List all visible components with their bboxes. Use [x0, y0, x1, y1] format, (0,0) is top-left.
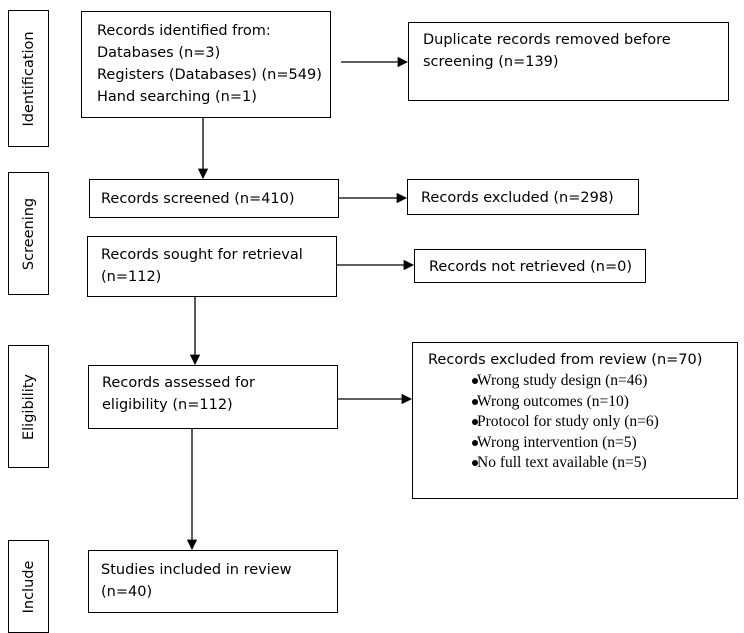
records-assessed-line2: eligibility (n=112): [102, 397, 233, 413]
studies-included-box: Studies included in review (n=40): [88, 550, 338, 613]
studies-included-line2: (n=40): [101, 584, 153, 600]
records-identified-databases: Databases (n=3): [97, 45, 221, 61]
exclusion-reasons-list: Wrong study design (n=46) Wrong outcomes…: [428, 371, 737, 474]
stage-include: Include: [8, 540, 49, 633]
duplicates-removed-line1: Duplicate records removed before: [423, 32, 671, 48]
records-excluded-review-title: Records excluded from review (n=70): [428, 352, 703, 368]
stage-identification: Identification: [8, 10, 49, 147]
stage-include-label: Include: [20, 560, 37, 613]
records-excluded-text: Records excluded (n=298): [421, 190, 614, 206]
records-identified-registers: Registers (Databases) (n=549): [97, 67, 322, 83]
records-sought-box: Records sought for retrieval (n=112): [87, 236, 337, 297]
records-not-retrieved-text: Records not retrieved (n=0): [429, 259, 632, 275]
records-assessed-box: Records assessed for eligibility (n=112): [88, 365, 338, 429]
records-identified-hand-searching: Hand searching (n=1): [97, 89, 257, 105]
stage-eligibility-label: Eligibility: [20, 373, 37, 440]
records-screened-text: Records screened (n=410): [101, 191, 295, 207]
records-assessed-line1: Records assessed for: [102, 375, 255, 391]
records-identified-title: Records identified from:: [97, 23, 271, 39]
duplicates-removed-line2: screening (n=139): [423, 54, 559, 70]
records-sought-line2: (n=112): [101, 269, 162, 285]
stage-screening: Screening: [8, 172, 49, 295]
exclusion-reason-item: Wrong intervention (n=5): [428, 433, 737, 454]
stage-identification-label: Identification: [20, 30, 37, 127]
exclusion-reason-item: Wrong study design (n=46): [428, 371, 737, 392]
records-sought-line1: Records sought for retrieval: [101, 247, 303, 263]
records-excluded-box: Records excluded (n=298): [407, 179, 639, 215]
studies-included-line1: Studies included in review: [101, 562, 292, 578]
records-not-retrieved-box: Records not retrieved (n=0): [414, 249, 646, 283]
stage-eligibility: Eligibility: [8, 345, 49, 468]
exclusion-reason-item: No full text available (n=5): [428, 453, 737, 474]
exclusion-reason-item: Protocol for study only (n=6): [428, 412, 737, 433]
records-screened-box: Records screened (n=410): [89, 179, 339, 218]
stage-screening-label: Screening: [20, 197, 37, 270]
exclusion-reason-item: Wrong outcomes (n=10): [428, 392, 737, 413]
records-excluded-review-box: Records excluded from review (n=70) Wron…: [412, 342, 738, 499]
duplicates-removed-box: Duplicate records removed before screeni…: [408, 22, 729, 101]
records-identified-box: Records identified from: Databases (n=3)…: [81, 11, 331, 118]
